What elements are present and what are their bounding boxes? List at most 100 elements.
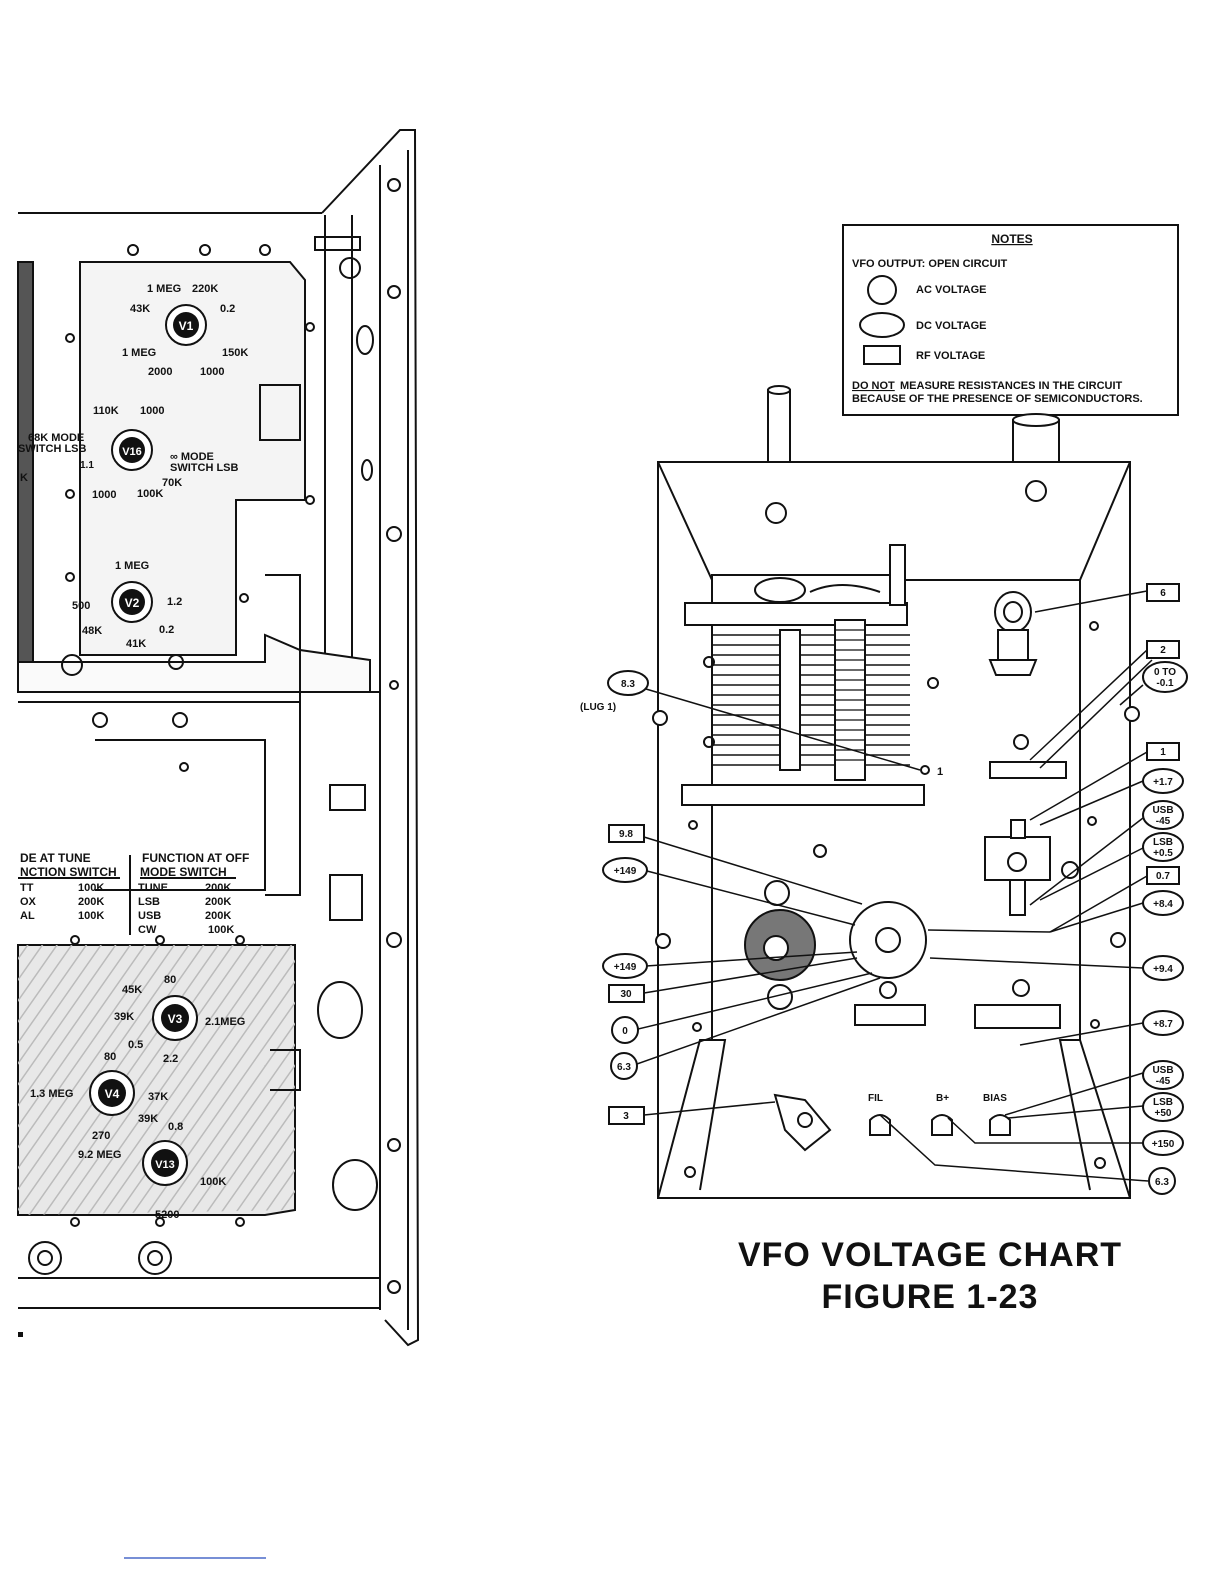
notes-output: VFO OUTPUT: OPEN CIRCUIT [852, 258, 1008, 270]
rf-callout [608, 824, 645, 843]
v16-pin-label: ∞ MODE [170, 451, 214, 463]
callout-value: 6.3 [1155, 1177, 1169, 1188]
v3-label: V3 [168, 1012, 183, 1026]
notes-title: NOTES [991, 232, 1032, 246]
callout-value: 1 [1160, 747, 1166, 758]
callout-value: USB [1152, 805, 1173, 816]
rf-voltage-symbol [863, 345, 901, 365]
lug-label: (LUG 1) [580, 702, 616, 713]
v2-pin-label: 0.2 [159, 624, 174, 636]
table-cell: 200K [205, 882, 231, 894]
v2-pin-label: 1 MEG [115, 560, 149, 572]
v1-pin-label: 1 MEG [122, 347, 156, 359]
callout-value: 2 [1160, 645, 1166, 656]
callout-value: +150 [1152, 1139, 1175, 1150]
v3-pin-label: 2.1MEG [205, 1016, 245, 1028]
v4-pin-label: 270 [92, 1130, 110, 1142]
v3-pin-label: 39K [114, 1011, 134, 1023]
v4-label: V4 [105, 1087, 120, 1101]
warning-emphasis: DO NOT [852, 380, 895, 392]
table-cell: 100K [208, 924, 234, 936]
table-header: FUNCTION AT OFF [142, 851, 249, 865]
ac-callout [611, 1016, 639, 1044]
legend-rf-label: RF VOLTAGE [916, 350, 985, 362]
v1-pin-label: 1 MEG [147, 283, 181, 295]
v13-pin-label: 5200 [155, 1209, 179, 1221]
v16-pin-label: 100K [137, 488, 163, 500]
rf-callout [608, 984, 645, 1003]
callout-value: +8.7 [1153, 1019, 1173, 1030]
dc-voltage-symbol [859, 312, 905, 338]
callout-value: +149 [614, 962, 637, 973]
vfo-unit [652, 385, 1140, 1199]
v16-pin-label: 68K MODE [28, 432, 84, 444]
figure-number: FIGURE 1-23 [821, 1278, 1039, 1316]
chassis-resistance-labels: 1 MEG 220K 43K 0.2 1 MEG 150K 2000 1000 … [18, 283, 248, 1221]
dc-callout [1142, 832, 1184, 862]
table-cell: TT [20, 882, 34, 894]
v4-pin-label: 39K [138, 1113, 158, 1125]
rf-callout [1146, 640, 1180, 659]
v2-pin-label: 41K [126, 638, 146, 650]
callout-value: +50 [1155, 1108, 1172, 1119]
legend-ac-label: AC VOLTAGE [916, 284, 986, 296]
ac-callout [1148, 1167, 1176, 1195]
tube-socket-v3: V3 [152, 995, 198, 1041]
v3-pin-label: 2.2 [163, 1053, 178, 1065]
chassis-view [17, 129, 420, 1347]
callout-value: 9.8 [619, 829, 633, 840]
figure-title: VFO VOLTAGE CHART [737, 1236, 1123, 1274]
table-cell: OX [20, 896, 37, 908]
v16-pin-label: 1000 [92, 489, 116, 501]
lug-number: 1 [937, 766, 943, 778]
callout-value: 3 [623, 1111, 629, 1122]
v1-pin-label: 1000 [200, 366, 224, 378]
terminal-label-fil: FIL [868, 1093, 883, 1104]
terminal-label-bplus: B+ [936, 1093, 949, 1104]
dc-callout [1142, 890, 1184, 916]
vfo-callouts-right: 6 2 0 TO -0.1 1 +1.7 USB -45 LSB +0.5 0.… [1142, 583, 1188, 1195]
v2-pin-label: 48K [82, 625, 102, 637]
table-cell: TUNE [138, 882, 168, 894]
v4-pin-label: 80 [104, 1051, 116, 1063]
terminal-label-bias: BIAS [983, 1093, 1007, 1104]
warning-line-2: BECAUSE OF THE PRESENCE OF SEMICONDUCTOR… [852, 393, 1143, 405]
v16-pin-label: 1.1 [80, 460, 94, 471]
tube-socket-v2: V2 [111, 581, 153, 623]
v2-pin-label: 500 [72, 600, 90, 612]
dc-callout [602, 857, 648, 883]
table-cell: 200K [78, 896, 104, 908]
v13-label: V13 [155, 1159, 175, 1171]
table-cell: 200K [205, 896, 231, 908]
dc-callout [1142, 1060, 1184, 1090]
table-cell: LSB [138, 896, 160, 908]
callout-leader-lines [633, 590, 1153, 1182]
v4-pin-label: 37K [148, 1091, 168, 1103]
v16-pin-label: K [20, 472, 28, 484]
callout-value: -45 [1156, 1076, 1171, 1087]
resistance-table: DE AT TUNE NCTION SWITCH FUNCTION AT OFF… [20, 851, 249, 936]
v4-pin-label: 1.3 MEG [30, 1088, 73, 1100]
ac-voltage-symbol [867, 275, 897, 305]
dc-callout [607, 670, 649, 696]
v3-pin-label: 0.5 [128, 1039, 143, 1051]
vfo-callouts-left: 8.3 (LUG 1) 1 9.8 +149 +149 30 0 6.3 3 F… [580, 670, 1007, 1125]
v16-pin-label: SWITCH LSB [170, 462, 238, 474]
callout-value: +0.5 [1153, 848, 1173, 859]
dc-callout [1142, 1130, 1184, 1156]
v16-pin-label: 110K [93, 405, 119, 417]
v16-pin-label: SWITCH LSB [18, 443, 86, 455]
table-cell: 100K [78, 882, 104, 894]
v1-pin-label: 43K [130, 303, 150, 315]
v3-pin-label: 80 [164, 974, 176, 986]
v3-pin-label: 45K [122, 984, 142, 996]
table-cell: 100K [78, 910, 104, 922]
callout-value: LSB [1153, 1097, 1173, 1108]
table-cell: AL [20, 910, 35, 922]
v16-pin-label: 70K [162, 477, 182, 489]
table-header: NCTION SWITCH [20, 865, 117, 879]
v1-label: V1 [179, 319, 194, 333]
rf-callout [608, 1106, 645, 1125]
callout-value: 30 [620, 989, 632, 1000]
callout-value: +149 [614, 866, 637, 877]
